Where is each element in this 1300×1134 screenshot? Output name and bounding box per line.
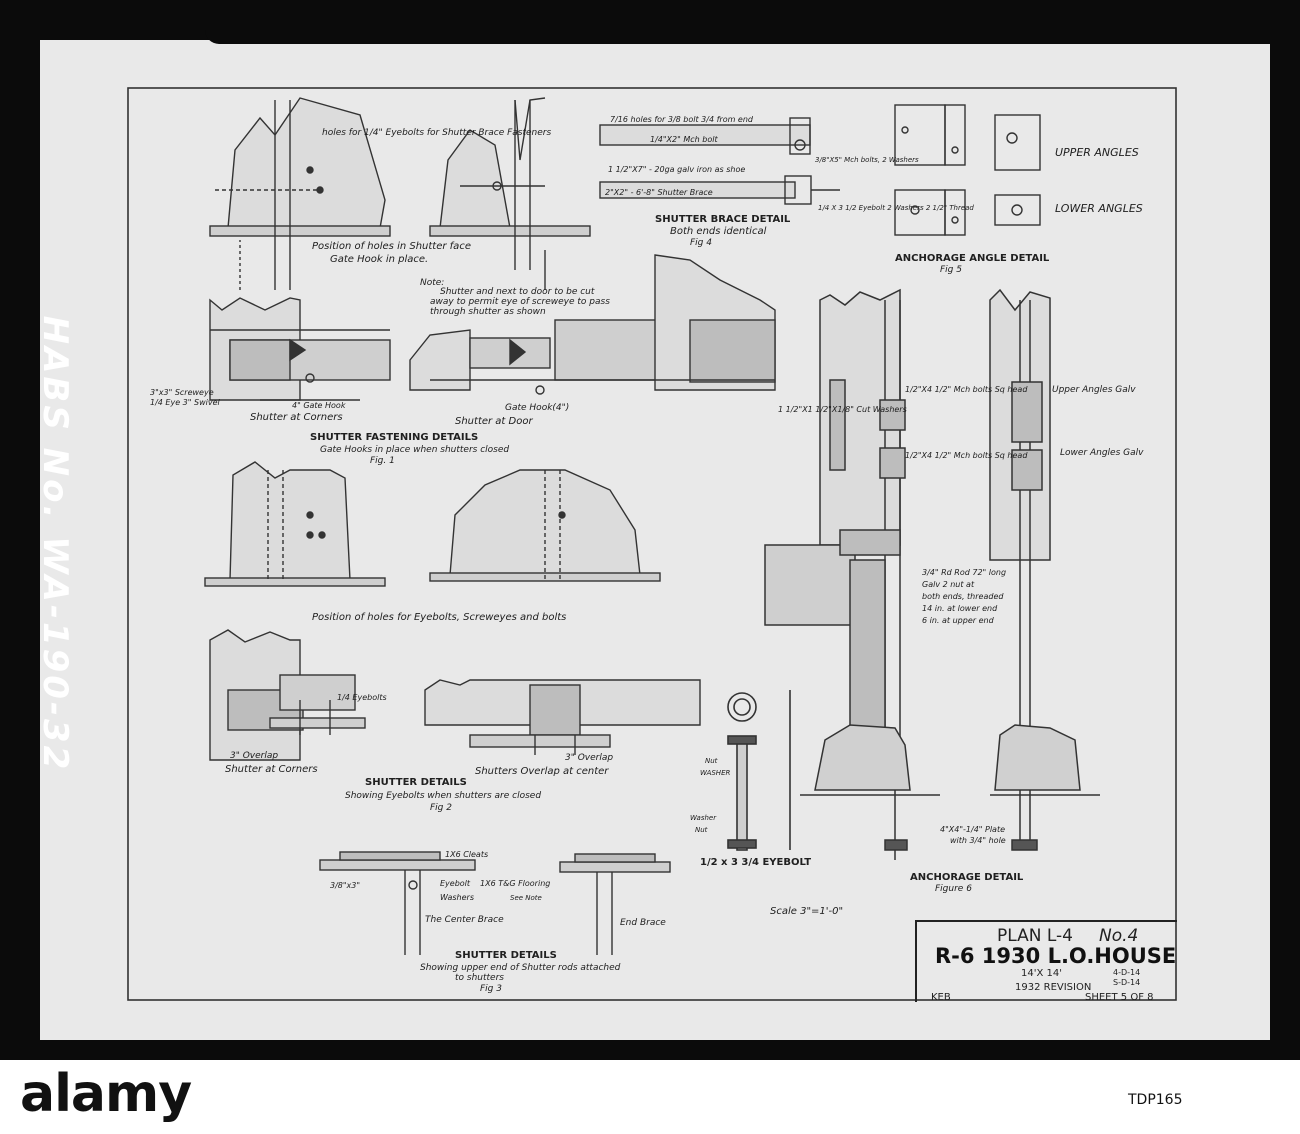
note-holes-eyebolts: holes for 1/4" Eyebolts for Shutter Brac…: [322, 128, 552, 138]
note-position-eyebolts: Position of holes for Eyebolts, Screweye…: [312, 612, 566, 623]
note-text1: Shutter and next to door to be cut: [440, 287, 595, 297]
note-nut: Nut: [705, 757, 718, 765]
note-washer-2: Washer: [690, 814, 717, 822]
fig2-title: SHUTTER DETAILS: [365, 777, 467, 788]
title-name: R-6 1930 L.O.HOUSE: [935, 944, 1177, 968]
title-size: 14'X 14': [1021, 968, 1062, 979]
note-position-face: Position of holes in Shutter face: [312, 241, 471, 252]
watermark-footer: alamy TDP165: [0, 1060, 1300, 1134]
holes-position-detail: [204, 461, 661, 587]
note-eyebolt-3: 1/4 X 3 1/2 Eyebolt 2 Washers 2 1/2" Thr…: [818, 204, 974, 212]
title-revision: 1932 REVISION: [1015, 982, 1092, 993]
note-cleats: 1X6 Cleats: [445, 850, 488, 859]
note-rod: 3/4" Rd Rod 72" long: [922, 568, 1006, 577]
shutter-details-fig2: [209, 629, 701, 761]
fig1-fig: Fig. 1: [370, 456, 395, 466]
title-drafter: KEB: [931, 992, 951, 1003]
note-mch-bolts-sq: 1/2"X4 1/2" Mch bolts Sq head: [905, 385, 1028, 394]
note-shutter-brace: 2"X2" - 6'-8" Shutter Brace: [605, 188, 713, 197]
label-shutter-corners-2: Shutter at Corners: [225, 764, 318, 775]
label-upper-angles: UPPER ANGLES: [1055, 146, 1139, 159]
technical-drawing: holes for 1/4" Eyebolts for Shutter Brac…: [127, 87, 1177, 1001]
drawing-border: [127, 87, 1177, 1001]
note-flooring: 1X6 T&G Flooring: [480, 879, 550, 888]
fig6-title: ANCHORAGE DETAIL: [910, 872, 1024, 883]
frame-edge-bottom: [205, 1040, 1280, 1060]
fig4-fig: Fig 4: [690, 238, 712, 248]
fig3-fig: Fig 3: [480, 984, 502, 994]
note-end-brace: End Brace: [620, 918, 666, 928]
note-brace-holes: 7/16 holes for 3/8 bolt 3/4 from end: [610, 115, 754, 124]
anchorage-detail: [764, 288, 1100, 860]
label-shutters-overlap: Shutters Overlap at center: [475, 766, 609, 777]
note-mch-bolts-sq-2: 1/2"X4 1/2" Mch bolts Sq head: [905, 451, 1028, 460]
eyebolt-detail: [727, 690, 791, 851]
title-plan-no: No.4: [1099, 926, 1139, 946]
title-block: PLAN L-4 No.4 R-6 1930 L.O.HOUSE 14'X 14…: [915, 920, 1177, 1003]
note-plate2: with 3/4" hole: [950, 836, 1006, 845]
shutter-face-detail: [209, 97, 591, 290]
label-shutter-corners: Shutter at Corners: [250, 412, 343, 423]
note-rod4: 14 in. at lower end: [922, 604, 998, 613]
note-overlap: 3" Overlap: [230, 751, 278, 761]
fastening-detail-left: [209, 297, 391, 401]
title-code1: 4-D-14: [1113, 968, 1141, 977]
fig3-title: SHUTTER DETAILS: [455, 950, 557, 961]
eyebolt-title: 1/2 x 3 3/4 EYEBOLT: [700, 857, 811, 868]
note-text2: away to permit eye of screweye to pass: [430, 297, 610, 307]
brand-logo: alamy: [20, 1064, 192, 1124]
note-see-note: See Note: [510, 894, 542, 902]
label-upper-angles-galv: Upper Angles Galv: [1052, 385, 1136, 395]
note-plate: 4"X4"-1/4" Plate: [940, 825, 1005, 834]
fig6-fig: Figure 6: [935, 884, 972, 894]
image-code: TDP165: [1128, 1092, 1183, 1108]
title-plan: PLAN L-4: [997, 926, 1073, 946]
fig2-sub: Showing Eyebolts when shutters are close…: [345, 791, 541, 801]
note-galv-iron: 1 1/2"X7" - 20ga galv iron as shoe: [608, 165, 745, 174]
note-screweye: 3"x3" Screweye: [150, 388, 214, 397]
shutter-brace-detail: [599, 117, 840, 205]
note-eye-swivel: 1/4 Eye 3" Swivel: [150, 398, 220, 407]
fig4-sub: Both ends identical: [670, 226, 767, 237]
note-gate-hook-door: Gate Hook(4"): [505, 403, 569, 413]
title-code2: S-D-14: [1113, 978, 1141, 987]
fig4-title: SHUTTER BRACE DETAIL: [655, 214, 791, 225]
note-overlap-2: 3" Overlap: [565, 753, 613, 763]
frame-edge-top: [205, 12, 1280, 44]
note-eyebolts: 1/4 Eyebolts: [337, 693, 387, 702]
label-shutter-door: Shutter at Door: [455, 416, 533, 427]
fastening-detail-door: [409, 254, 776, 395]
anchorage-angle-detail: [894, 104, 1041, 236]
fig2-fig: Fig 2: [430, 803, 452, 813]
fig5-title: ANCHORAGE ANGLE DETAIL: [895, 253, 1050, 264]
fig1-sub: Gate Hooks in place when shutters closed: [320, 445, 509, 455]
note-text3: through shutter as shown: [430, 307, 546, 317]
fig3-sub: Showing upper end of Shutter rods attach…: [420, 963, 621, 973]
note-eyebolt: Eyebolt: [440, 879, 471, 888]
shutter-details-fig3: [319, 851, 671, 955]
note-center-brace: The Center Brace: [425, 915, 504, 925]
note-rod3: both ends, threaded: [922, 592, 1004, 601]
note-scale: Scale 3"=1'-0": [770, 906, 843, 917]
note-washers: Washers: [440, 893, 474, 902]
fig1-title: SHUTTER FASTENING DETAILS: [310, 432, 478, 443]
fig3-sub2: to shutters: [455, 973, 504, 983]
note-washer: WASHER: [700, 769, 730, 777]
note-gate-hook-4: 4" Gate Hook: [292, 401, 346, 410]
note-rod2: Galv 2 nut at: [922, 580, 975, 589]
note-mch-bolt: 1/4"X2" Mch bolt: [650, 135, 718, 144]
title-sheet: SHEET 5 OF 8: [1085, 992, 1154, 1003]
fig5-fig: Fig 5: [940, 265, 962, 275]
note-head: Note:: [420, 278, 444, 288]
note-cut-washers: 1 1/2"X1 1/2"X1/8" Cut Washers: [778, 405, 907, 414]
note-dim-3x3: 3/8"x3": [330, 881, 360, 890]
note-gate-hook: Gate Hook in place.: [330, 254, 428, 265]
label-lower-angles: LOWER ANGLES: [1055, 202, 1143, 215]
label-lower-angles-galv: Lower Angles Galv: [1060, 448, 1144, 458]
note-rod5: 6 in. at upper end: [922, 616, 995, 625]
note-mch-bolts-2: 3/8"X5" Mch bolts, 2 Washers: [815, 156, 919, 164]
note-nut-2: Nut: [695, 826, 708, 834]
